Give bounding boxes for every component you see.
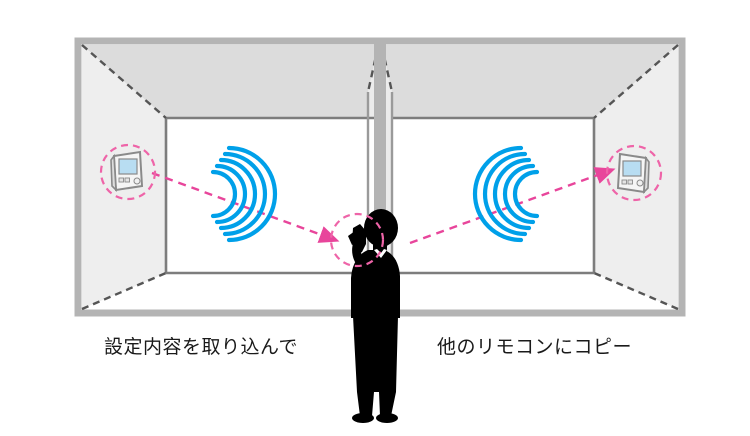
ir-signal-waves-right bbox=[472, 145, 540, 243]
pink-dashed-path-left bbox=[151, 171, 340, 243]
wave-arc-left-5 bbox=[226, 145, 278, 243]
wave-arc-left-2 bbox=[214, 163, 248, 225]
device-knob-right[interactable] bbox=[636, 179, 644, 187]
device-screen-right bbox=[622, 160, 642, 177]
wave-arc-right-1 bbox=[512, 169, 540, 219]
left-room-ceiling bbox=[82, 45, 378, 118]
person-with-handheld-remote bbox=[348, 209, 400, 423]
left-room-back-wall bbox=[166, 118, 378, 273]
device-button-right-2[interactable] bbox=[627, 179, 633, 185]
caption-left: 設定内容を取り込んで bbox=[104, 337, 299, 358]
signal-path-left bbox=[151, 171, 340, 243]
device-button-left-1[interactable] bbox=[118, 177, 124, 183]
device-knob-left[interactable] bbox=[133, 177, 141, 185]
person-neck bbox=[373, 243, 387, 252]
left-room-floor bbox=[82, 273, 378, 309]
right-room-corner-dash-top bbox=[593, 44, 679, 119]
person-legs bbox=[353, 316, 398, 416]
right-room-floor bbox=[382, 273, 678, 309]
highlight-circle-handheld-remote bbox=[329, 212, 385, 268]
wave-arc-right-3 bbox=[492, 157, 532, 231]
highlight-circle-right-device bbox=[605, 144, 663, 202]
person-collar bbox=[374, 249, 387, 258]
handheld-remote-controller[interactable] bbox=[352, 224, 366, 252]
wall-remote-controller-target[interactable] bbox=[616, 152, 650, 195]
person-shoe-left bbox=[352, 413, 374, 423]
left-room-back-wall-outline bbox=[164, 116, 378, 275]
device-button-left-2[interactable] bbox=[124, 177, 130, 183]
wave-arc-right-5 bbox=[472, 145, 524, 243]
device-side-right bbox=[643, 155, 650, 195]
caption-right: 他のリモコンにコピー bbox=[437, 337, 633, 358]
device-button-right-1[interactable] bbox=[621, 179, 627, 185]
device-screen-left bbox=[118, 158, 138, 175]
wave-arc-left-4 bbox=[222, 151, 268, 237]
wall-remote-controller-source[interactable] bbox=[110, 150, 144, 193]
ir-signal-waves-left bbox=[210, 145, 278, 243]
right-room-back-wall-outline bbox=[392, 116, 596, 275]
left-room-corner-dash-bottom bbox=[81, 271, 167, 311]
wave-arc-right-2 bbox=[502, 163, 536, 225]
wave-arc-left-1 bbox=[210, 169, 238, 219]
right-room-ceiling bbox=[382, 45, 678, 118]
right-room-center-dash-top bbox=[380, 46, 394, 93]
device-side-left bbox=[110, 153, 117, 193]
wave-arc-right-4 bbox=[482, 151, 528, 237]
wave-arc-left-3 bbox=[218, 157, 258, 231]
person-shoe-right bbox=[376, 413, 398, 423]
handheld-remote-thumb bbox=[348, 231, 358, 245]
left-room-center-dash-top bbox=[366, 46, 380, 93]
person-torso bbox=[351, 250, 400, 318]
highlight-circle-left-device bbox=[99, 143, 157, 201]
right-room-corner-dash-bottom bbox=[593, 271, 679, 311]
left-room-corner-dash-top bbox=[81, 44, 167, 119]
